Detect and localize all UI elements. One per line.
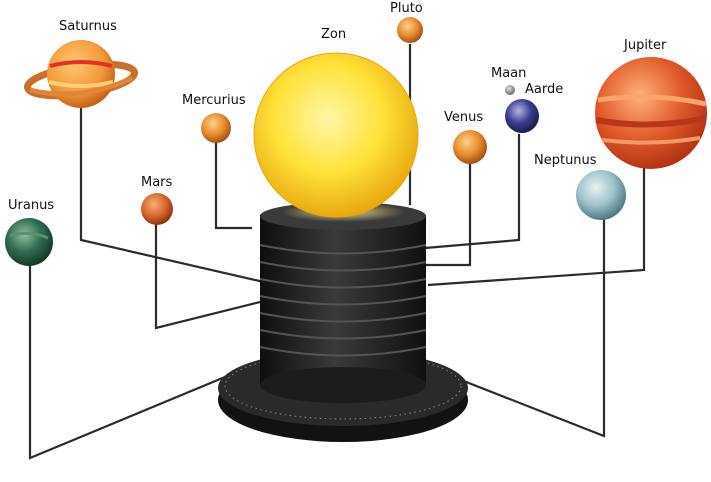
earth-arm [424, 134, 521, 250]
label-uranus: Uranus [8, 198, 55, 213]
label-jupiter: Jupiter [624, 38, 667, 53]
jupiter-arm [427, 168, 646, 287]
uranus-arm [28, 262, 303, 460]
mars-planet [141, 193, 173, 225]
mercury-arm [214, 140, 252, 230]
label-pluto: Pluto [390, 1, 423, 16]
saturn-arm [79, 108, 269, 285]
mercury-planet [201, 113, 231, 143]
label-mercurius: Mercurius [182, 93, 246, 108]
neptune-arm [404, 218, 606, 438]
moon [505, 85, 515, 95]
base [218, 202, 468, 442]
label-neptunus: Neptunus [534, 153, 597, 168]
label-zon: Zon [321, 27, 347, 42]
sun [253, 52, 419, 218]
label-maan: Maan [491, 66, 527, 81]
venus-planet [453, 130, 487, 164]
earth-planet [505, 99, 539, 133]
label-saturnus: Saturnus [59, 19, 117, 34]
neptune-planet [576, 170, 626, 220]
mars-arm [154, 222, 289, 330]
saturn-planet [23, 40, 139, 108]
label-venus: Venus [444, 110, 484, 125]
pluto-planet [397, 17, 423, 43]
label-aarde: Aarde [525, 82, 564, 97]
uranus-planet [5, 218, 53, 266]
label-mars: Mars [141, 175, 173, 190]
jupiter-planet [595, 57, 707, 169]
venus-arm [420, 163, 472, 267]
